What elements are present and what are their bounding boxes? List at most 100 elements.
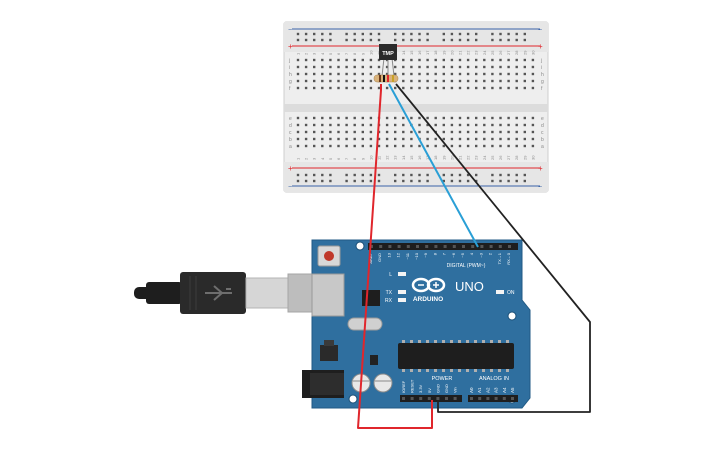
terminal-hole[interactable] (523, 86, 526, 90)
terminal-hole[interactable] (507, 65, 510, 69)
terminal-hole[interactable] (515, 116, 518, 120)
terminal-hole[interactable] (353, 123, 356, 127)
rail-hole[interactable] (394, 38, 397, 42)
terminal-hole[interactable] (296, 79, 300, 83)
terminal-hole[interactable] (491, 72, 494, 76)
terminal-hole[interactable] (450, 58, 454, 62)
terminal-hole[interactable] (426, 86, 429, 90)
terminal-hole[interactable] (329, 58, 332, 62)
terminal-hole[interactable] (475, 137, 478, 141)
terminal-hole[interactable] (304, 116, 308, 120)
terminal-hole[interactable] (345, 72, 348, 76)
terminal-hole[interactable] (369, 116, 373, 120)
rail-hole[interactable] (394, 173, 397, 177)
terminal-hole[interactable] (434, 123, 437, 127)
rail-hole[interactable] (377, 32, 381, 36)
terminal-hole[interactable] (369, 65, 373, 69)
header-pin[interactable] (511, 397, 514, 400)
rail-hole[interactable] (450, 32, 454, 36)
terminal-hole[interactable] (394, 72, 397, 76)
rail-hole[interactable] (491, 38, 494, 42)
terminal-hole[interactable] (515, 137, 518, 141)
rail-hole[interactable] (402, 179, 405, 183)
terminal-hole[interactable] (466, 130, 470, 134)
rail-hole[interactable] (458, 179, 462, 183)
terminal-hole[interactable] (450, 116, 454, 120)
terminal-hole[interactable] (515, 79, 518, 83)
terminal-hole[interactable] (418, 79, 421, 83)
terminal-hole[interactable] (450, 86, 454, 90)
terminal-hole[interactable] (491, 123, 494, 127)
terminal-hole[interactable] (361, 144, 364, 148)
header-pin[interactable] (508, 245, 511, 248)
terminal-hole[interactable] (385, 86, 389, 90)
header-pin[interactable] (388, 245, 392, 248)
terminal-hole[interactable] (491, 144, 494, 148)
rail-hole[interactable] (402, 38, 405, 42)
terminal-hole[interactable] (483, 130, 486, 134)
terminal-hole[interactable] (458, 58, 462, 62)
terminal-hole[interactable] (369, 58, 373, 62)
header-pin[interactable] (480, 245, 484, 248)
terminal-hole[interactable] (337, 137, 340, 141)
terminal-hole[interactable] (418, 130, 421, 134)
terminal-hole[interactable] (466, 123, 470, 127)
terminal-hole[interactable] (361, 116, 364, 120)
terminal-hole[interactable] (296, 116, 300, 120)
rail-hole[interactable] (491, 173, 494, 177)
terminal-hole[interactable] (410, 58, 413, 62)
rail-hole[interactable] (450, 179, 454, 183)
terminal-hole[interactable] (304, 65, 308, 69)
rail-hole[interactable] (491, 32, 494, 36)
terminal-hole[interactable] (394, 130, 397, 134)
terminal-hole[interactable] (458, 137, 462, 141)
terminal-hole[interactable] (531, 79, 535, 83)
terminal-hole[interactable] (410, 86, 413, 90)
terminal-hole[interactable] (434, 144, 437, 148)
terminal-hole[interactable] (385, 72, 389, 76)
header-pin[interactable] (453, 397, 457, 400)
terminal-hole[interactable] (426, 79, 429, 83)
terminal-hole[interactable] (426, 130, 429, 134)
rail-hole[interactable] (418, 173, 421, 177)
terminal-hole[interactable] (402, 130, 405, 134)
terminal-hole[interactable] (321, 116, 324, 120)
terminal-hole[interactable] (523, 144, 526, 148)
rail-hole[interactable] (466, 32, 470, 36)
terminal-hole[interactable] (523, 58, 526, 62)
header-pin[interactable] (379, 245, 383, 248)
terminal-hole[interactable] (402, 116, 405, 120)
rail-hole[interactable] (377, 173, 381, 177)
terminal-hole[interactable] (313, 130, 316, 134)
terminal-hole[interactable] (304, 72, 308, 76)
terminal-hole[interactable] (531, 86, 535, 90)
terminal-hole[interactable] (434, 58, 437, 62)
header-pin[interactable] (478, 397, 482, 400)
terminal-hole[interactable] (426, 137, 429, 141)
rail-hole[interactable] (353, 32, 356, 36)
terminal-hole[interactable] (458, 144, 462, 148)
terminal-hole[interactable] (442, 144, 445, 148)
terminal-hole[interactable] (475, 130, 478, 134)
terminal-hole[interactable] (523, 65, 526, 69)
rail-hole[interactable] (296, 179, 300, 183)
terminal-hole[interactable] (329, 123, 332, 127)
terminal-hole[interactable] (531, 130, 535, 134)
rail-hole[interactable] (450, 173, 454, 177)
terminal-hole[interactable] (369, 144, 373, 148)
terminal-hole[interactable] (296, 123, 300, 127)
terminal-hole[interactable] (337, 79, 340, 83)
terminal-hole[interactable] (296, 58, 300, 62)
terminal-hole[interactable] (410, 130, 413, 134)
terminal-hole[interactable] (345, 58, 348, 62)
rail-hole[interactable] (296, 173, 300, 177)
terminal-hole[interactable] (321, 144, 324, 148)
terminal-hole[interactable] (507, 116, 510, 120)
rail-hole[interactable] (442, 179, 445, 183)
terminal-hole[interactable] (475, 65, 478, 69)
header-pin[interactable] (416, 245, 419, 248)
terminal-hole[interactable] (313, 79, 316, 83)
terminal-hole[interactable] (442, 79, 445, 83)
rail-hole[interactable] (458, 32, 462, 36)
terminal-hole[interactable] (377, 144, 381, 148)
